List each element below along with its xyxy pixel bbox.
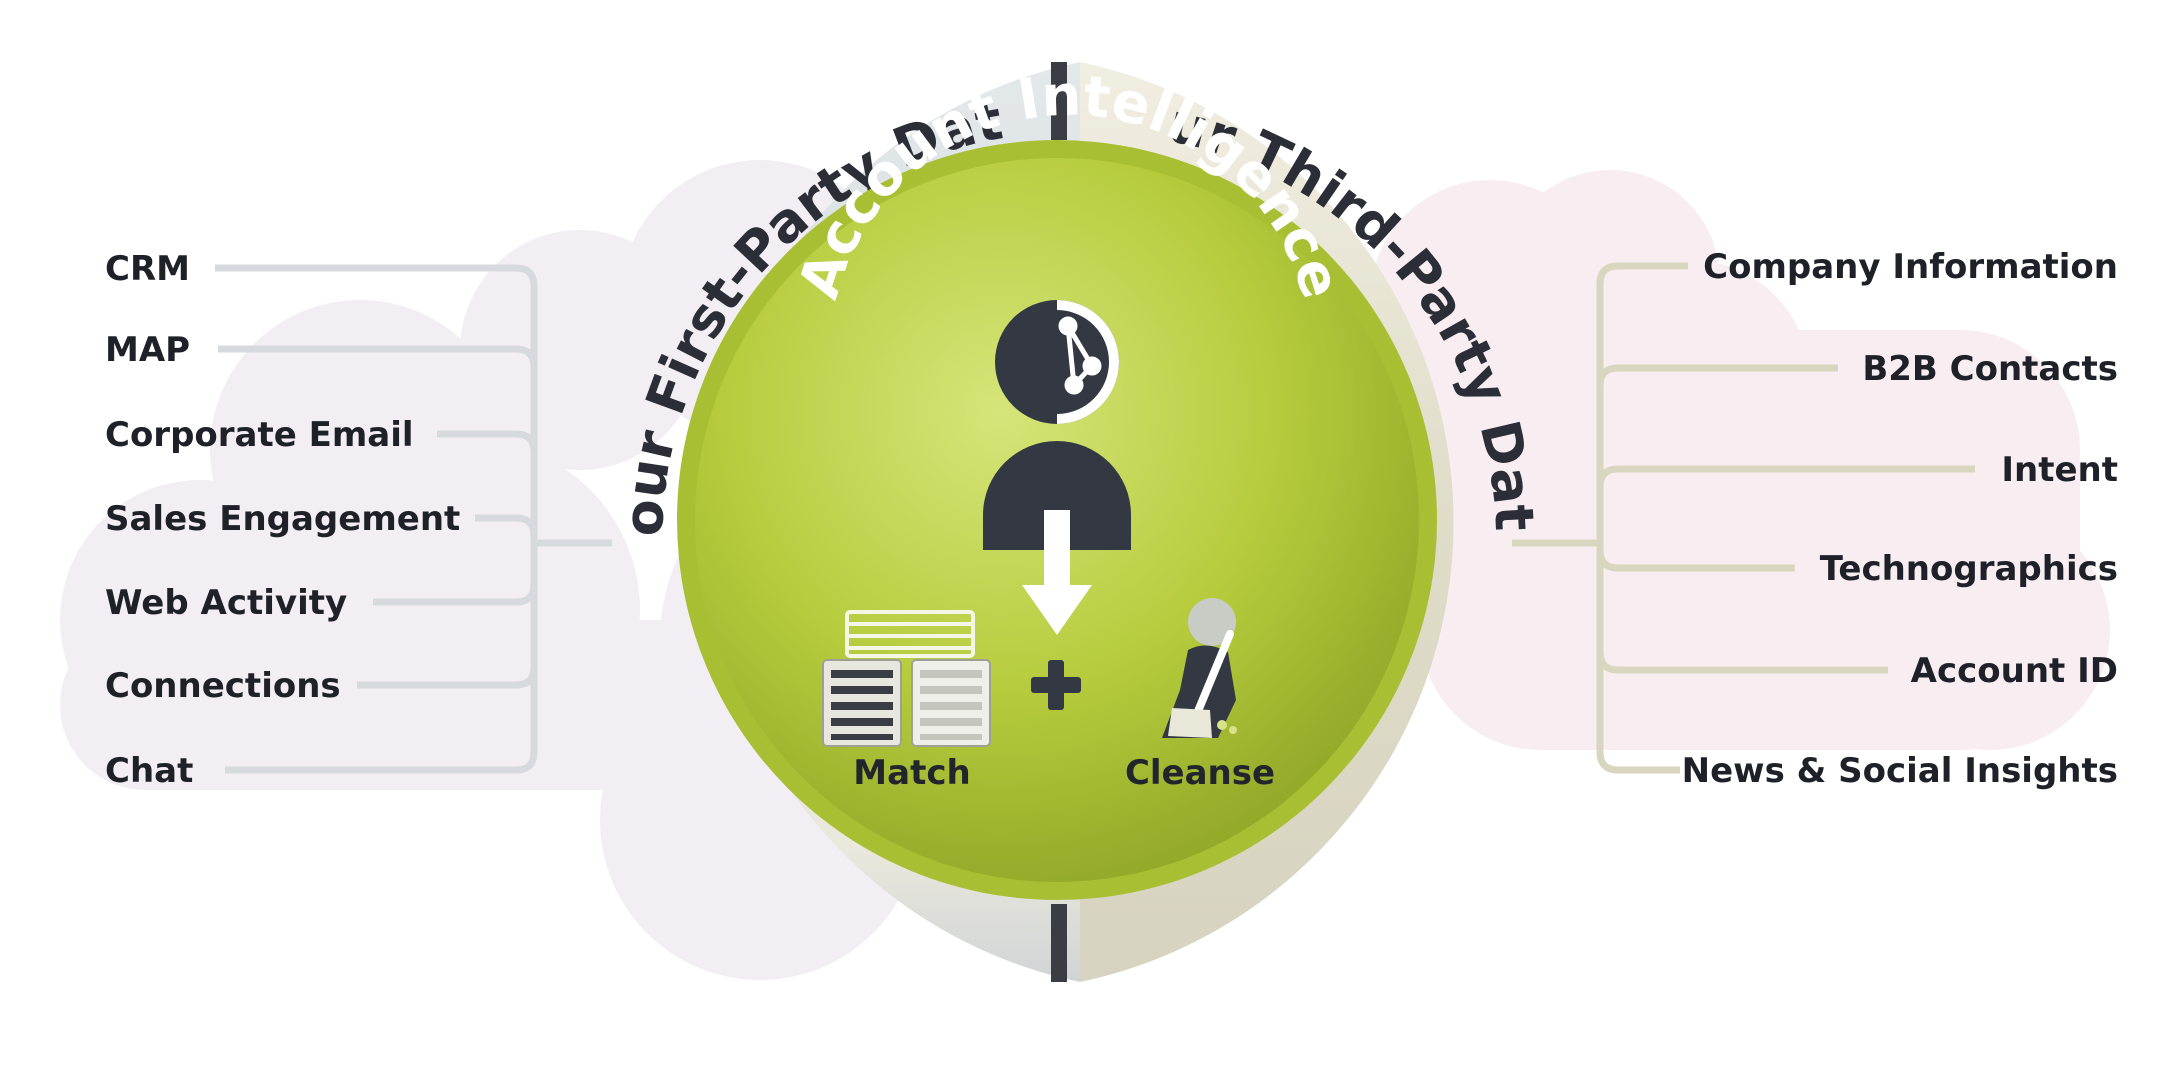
left-connectors (211, 264, 639, 774)
first-party-source-label: Corporate Email (105, 415, 414, 455)
third-party-source-label: Intent (2001, 450, 2118, 490)
down-arrow-icon (1022, 510, 1092, 635)
third-party-source-label: Account ID (1911, 651, 2118, 691)
plus-icon (1031, 660, 1081, 710)
third-party-source-label: B2B Contacts (1862, 349, 2118, 389)
cleanse-label: Cleanse (1125, 753, 1275, 793)
right-connector-branch (1596, 651, 1888, 674)
first-party-source-label: MAP (105, 330, 190, 370)
first-party-source-label: Connections (105, 666, 341, 706)
right-connector-branch (1596, 549, 1795, 572)
right-cloud (1370, 170, 2110, 750)
left-connector-branch (215, 264, 538, 287)
match-label: Match (853, 753, 970, 793)
ring-divider-bottom (1051, 904, 1067, 982)
third-party-source-label: Company Information (1703, 247, 2118, 287)
right-connector-branch (1596, 364, 1838, 387)
third-party-source-label: Technographics (1820, 549, 2118, 589)
ring-divider-top (1051, 62, 1067, 140)
left-connector-branch (218, 345, 538, 368)
right-connectors (1512, 262, 1979, 774)
first-party-source-label: CRM (105, 249, 190, 289)
database-stack-icon (822, 610, 991, 747)
first-party-source-label: Sales Engagement (105, 499, 460, 539)
person-network-icon (983, 300, 1131, 550)
cleanse-broom-icon (1162, 598, 1237, 738)
left-connector-branch (225, 751, 538, 774)
first-party-source-label: Chat (105, 751, 193, 791)
first-party-source-label: Web Activity (105, 583, 347, 623)
right-connector-branch (1596, 465, 1975, 488)
third-party-source-label: News & Social Insights (1682, 751, 2118, 791)
